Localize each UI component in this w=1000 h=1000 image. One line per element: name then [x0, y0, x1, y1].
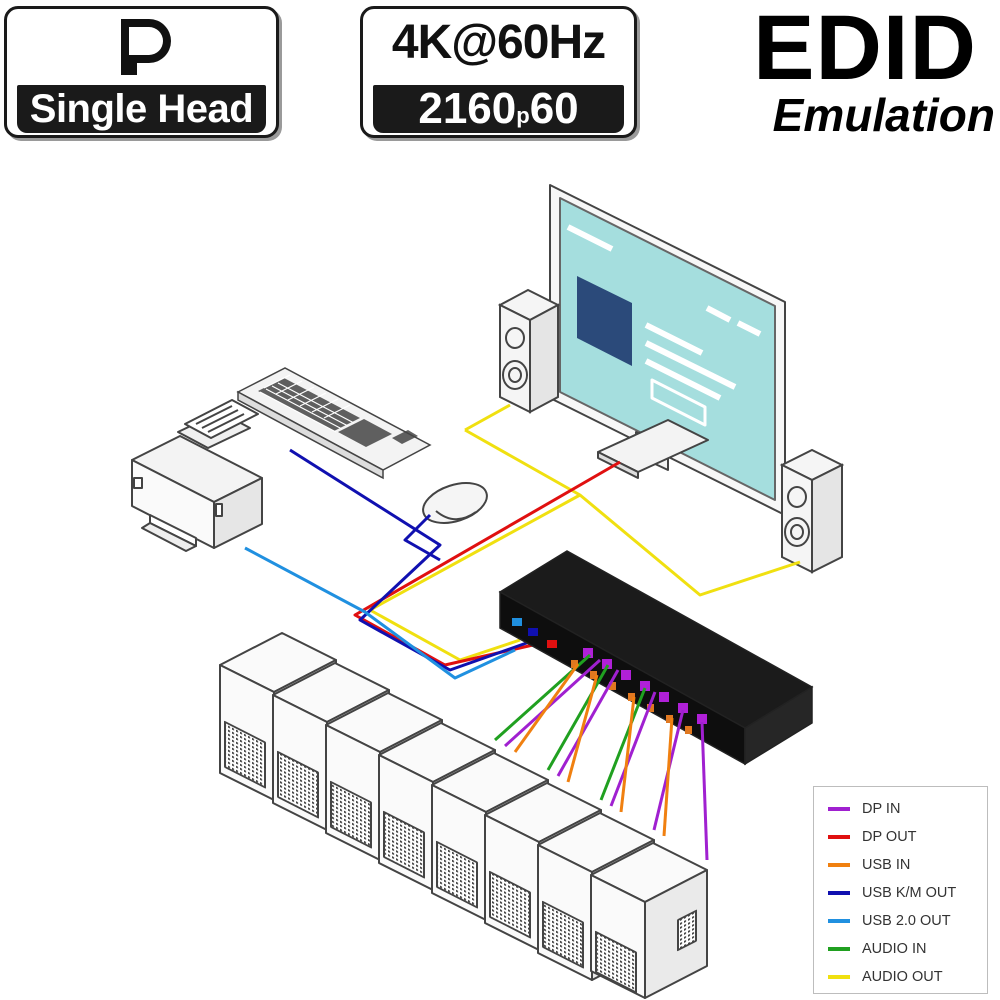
monitor-icon — [549, 184, 786, 516]
audio-out-cable — [464, 403, 511, 432]
legend-label: DP IN — [862, 801, 901, 817]
legend-label: USB K/M OUT — [862, 885, 957, 901]
usb-2-out-cable — [244, 546, 516, 680]
printer-icon — [131, 399, 263, 552]
legend-swatch — [828, 891, 850, 895]
keyboard-icon — [236, 367, 432, 480]
legend-item-dp-out: DP OUT — [814, 823, 987, 851]
usb-km-out-cable — [289, 448, 536, 672]
computer-cables — [493, 653, 709, 861]
displayport-badge: Single Head — [4, 6, 279, 138]
legend-label: DP OUT — [862, 829, 917, 845]
single-head-label: Single Head — [17, 85, 266, 133]
legend-item-usb-in: USB IN — [814, 851, 987, 879]
legend-swatch — [828, 947, 850, 951]
edid-subtitle: Emulation — [772, 89, 995, 141]
refresh-rate-label: 4K@60Hz — [391, 16, 606, 69]
legend-swatch — [828, 807, 850, 811]
legend-swatch — [828, 975, 850, 979]
legend-label: USB IN — [862, 857, 911, 873]
cables — [244, 403, 801, 680]
legend: DP IN DP OUT USB IN USB K/M OUT USB 2.0 … — [813, 786, 988, 994]
usb-km-out-cable — [403, 513, 441, 562]
resolution-p: p — [516, 103, 530, 128]
right-speaker-icon — [779, 448, 845, 574]
computer-icon — [590, 842, 708, 999]
resolution-rate: 60 — [529, 84, 579, 133]
mouse-icon — [422, 482, 488, 524]
legend-item-usb-km-out: USB K/M OUT — [814, 879, 987, 907]
computer-towers — [219, 632, 708, 999]
legend-item-dp-in: DP IN — [814, 795, 987, 823]
legend-item-audio-out: AUDIO OUT — [814, 963, 987, 991]
legend-label: AUDIO OUT — [862, 969, 943, 985]
legend-swatch — [828, 835, 850, 839]
legend-label: USB 2.0 OUT — [862, 913, 951, 929]
kvm-switch — [498, 550, 814, 766]
legend-label: AUDIO IN — [862, 941, 927, 957]
displayport-logo-icon — [121, 19, 171, 75]
resolution-main: 2160 — [418, 84, 517, 133]
legend-item-audio-in: AUDIO IN — [814, 935, 987, 963]
legend-swatch — [828, 919, 850, 923]
legend-item-usb-2-out: USB 2.0 OUT — [814, 907, 987, 935]
edid-title: EDID — [753, 0, 977, 99]
left-speaker-icon — [497, 288, 561, 414]
legend-swatch — [828, 863, 850, 867]
audio-out-cable — [464, 428, 801, 597]
resolution-label: 2160p60 — [373, 85, 624, 133]
resolution-badge: 4K@60Hz 2160p60 — [360, 6, 637, 138]
audio-out-cable — [368, 493, 581, 662]
